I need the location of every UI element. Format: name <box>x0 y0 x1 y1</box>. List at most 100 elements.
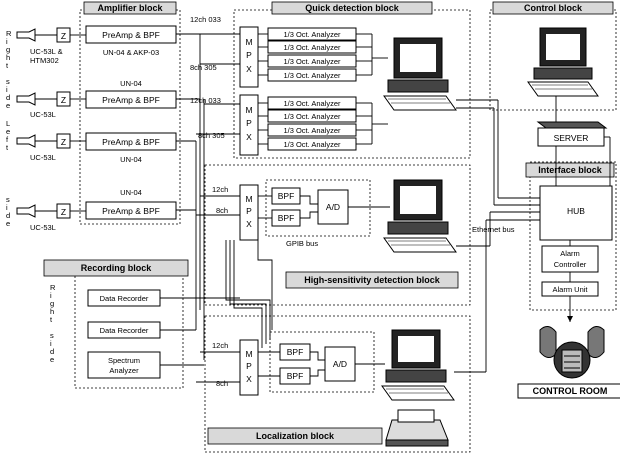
data-recorder-2 <box>87 321 161 339</box>
mpx-localization: M P X <box>239 339 259 396</box>
amplifier-title: Amplifier block <box>97 3 163 13</box>
svg-text:PreAmp & BPF: PreAmp & BPF <box>102 206 160 216</box>
alarm-controller-box <box>541 245 599 273</box>
sensor-label-2: HTM302 <box>30 56 59 65</box>
sensor-label: UC-53L & <box>30 47 63 56</box>
control-frame <box>489 9 617 111</box>
sensor-row-3: Z UC-53L PreAmp & BPF UN-04 <box>16 132 177 164</box>
svg-text:M: M <box>245 37 252 47</box>
svg-text:s: s <box>50 331 54 340</box>
localization-processing: BPF BPF A/D <box>258 331 385 393</box>
arrow-icon <box>567 316 573 322</box>
ethernet-label: Ethernet bus <box>472 225 515 234</box>
mpx-quick-1: M P X <box>239 26 259 88</box>
hub-label: HUB <box>567 206 585 216</box>
svg-text:BPF: BPF <box>287 347 304 357</box>
microphone-icon <box>16 204 36 218</box>
data-recorder-1-label: Data Recorder <box>100 294 149 303</box>
preamp-note-2: UN-04 <box>120 79 142 88</box>
sensor-row-1: Z UC-53L & HTM302 PreAmp & BPF UN-04 & A… <box>16 25 177 65</box>
high-sensitivity-frame <box>204 164 471 306</box>
preamp-note-3: UN-04 <box>120 155 142 164</box>
svg-text:1/3 Oct. Analyzer: 1/3 Oct. Analyzer <box>283 140 341 149</box>
control-room-label-bg <box>517 383 620 399</box>
interface-frame <box>529 161 617 311</box>
side-label-right-top: R i g h t s i d e <box>6 29 12 110</box>
svg-text:s: s <box>6 195 10 204</box>
hub-box <box>539 185 613 241</box>
svg-text:Z: Z <box>61 207 66 217</box>
computer-icon <box>527 27 599 97</box>
svg-text:P: P <box>246 50 252 60</box>
svg-text:BPF: BPF <box>278 191 295 201</box>
svg-text:i: i <box>6 85 8 94</box>
localization-frame <box>204 315 471 453</box>
svg-text:e: e <box>6 101 10 110</box>
computer-icon <box>381 329 455 401</box>
svg-text:P: P <box>246 118 252 128</box>
svg-text:X: X <box>246 64 252 74</box>
svg-text:h: h <box>6 53 10 62</box>
trunk-wiring <box>160 33 273 383</box>
svg-text:X: X <box>246 132 252 142</box>
svg-text:PreAmp & BPF: PreAmp & BPF <box>102 30 160 40</box>
quick-title-bg <box>271 1 433 15</box>
control-title-bg <box>492 1 614 15</box>
side-label-right-rec: R i g h t s i d e <box>50 283 56 364</box>
svg-text:d: d <box>6 93 10 102</box>
svg-text:1/3 Oct. Analyzer: 1/3 Oct. Analyzer <box>283 43 341 52</box>
sensor-row-2: Z UC-53L UN-04 PreAmp & BPF <box>16 79 177 119</box>
high-sens-processing: BPF BPF A/D GPIB bus <box>258 179 390 248</box>
computer-icon <box>383 37 457 111</box>
svg-text:Z: Z <box>61 95 66 105</box>
svg-text:BPF: BPF <box>287 371 304 381</box>
preamp-note-1: UN-04 & AKP-03 <box>103 48 159 57</box>
sensor-label: UC-53L <box>30 153 56 162</box>
control-title: Control block <box>524 3 583 13</box>
svg-text:e: e <box>6 127 10 136</box>
ethernet-wiring <box>454 96 611 373</box>
recording-title-bg <box>43 259 189 277</box>
svg-text:t: t <box>6 61 9 70</box>
control-room-icon <box>539 326 605 379</box>
alarm-controller-label: Alarm <box>560 249 580 258</box>
high-sens-title: High-sensitivity detection block <box>304 275 441 285</box>
microphone-icon <box>16 28 36 42</box>
svg-text:1/3 Oct. Analyzer: 1/3 Oct. Analyzer <box>283 30 341 39</box>
microphone-icon <box>16 92 36 106</box>
svg-text:e: e <box>6 219 10 228</box>
spectrum-analyzer-label-2: Analyzer <box>109 366 139 375</box>
quick-title: Quick detection block <box>305 3 400 13</box>
channel-label-8ch-305-b: 8ch 305 <box>198 131 225 140</box>
preamp-note-4: UN-04 <box>120 188 142 197</box>
svg-text:M: M <box>245 349 252 359</box>
svg-text:Z: Z <box>61 137 66 147</box>
preamp-box-3 <box>85 132 177 151</box>
svg-text:i: i <box>6 203 8 212</box>
computer-icon <box>383 179 457 253</box>
control-room-label: CONTROL ROOM <box>533 386 608 396</box>
svg-text:t: t <box>6 143 9 152</box>
svg-text:R: R <box>6 29 12 38</box>
svg-text:d: d <box>50 347 54 356</box>
recording-title: Recording block <box>81 263 153 273</box>
svg-text:e: e <box>50 355 54 364</box>
microphone-icon <box>16 134 36 148</box>
amplifier-title-bg <box>83 1 177 15</box>
analyzer-group-1: 1/3 Oct. Analyzer 1/3 Oct. Analyzer 1/3 … <box>258 27 388 82</box>
mpx-quick-2: M P X <box>239 94 259 156</box>
svg-text:t: t <box>50 315 53 324</box>
preamp-box-4 <box>85 201 177 220</box>
svg-text:M: M <box>245 105 252 115</box>
svg-text:X: X <box>246 374 252 384</box>
sensor-label: UC-53L <box>30 223 56 232</box>
channel-label-8ch-305: 8ch 305 <box>190 63 217 72</box>
channel-label-8ch: 8ch <box>216 206 228 215</box>
svg-text:Z: Z <box>61 31 66 41</box>
svg-text:A/D: A/D <box>326 202 340 212</box>
localization-title: Localization block <box>256 431 335 441</box>
channel-label-12ch-033: 12ch 033 <box>190 15 221 24</box>
sensor-label: UC-53L <box>30 110 56 119</box>
data-recorder-1 <box>87 289 161 307</box>
